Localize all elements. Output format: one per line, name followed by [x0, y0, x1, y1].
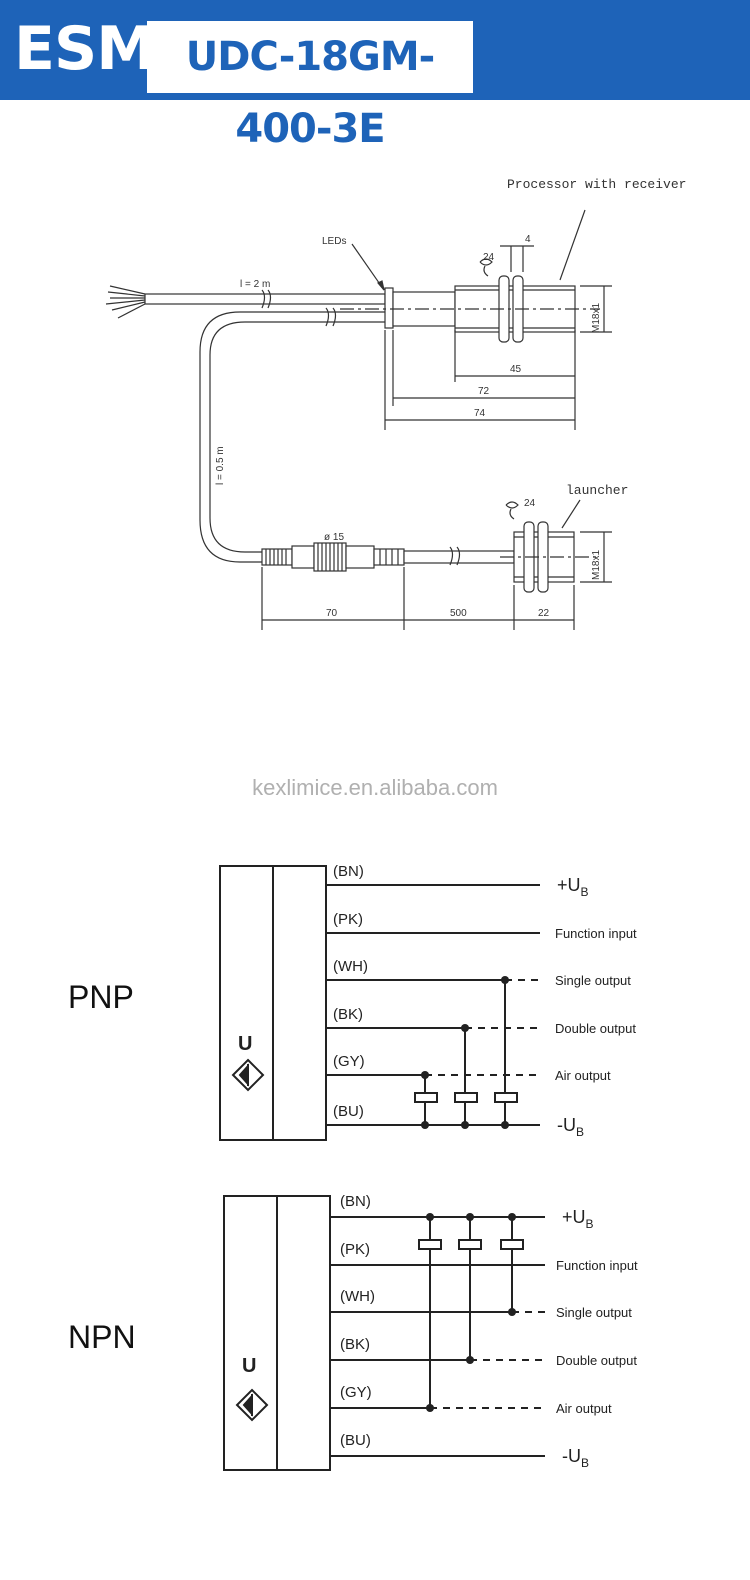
wrench-size-launcher: 24 [524, 498, 536, 509]
dimension-drawing: Processor with receiver LEDs l = 2 m 24 … [105, 177, 686, 630]
pnp-wire-wh: (WH) [333, 958, 368, 975]
pnp-wiring-diagram: PNP U (BN) (PK) (WH) (BK) (GY [68, 863, 637, 1141]
pnp-wire-bu: (BU) [333, 1103, 364, 1120]
nut-width: 4 [525, 234, 531, 245]
connector-female [373, 548, 405, 566]
npn-wire-bu: (BU) [340, 1432, 371, 1449]
npn-load-3 [500, 1239, 524, 1250]
pnp-double-output: Double output [555, 1021, 636, 1036]
npn-double-output: Double output [556, 1353, 637, 1368]
dim-500: 500 [450, 608, 467, 619]
receiver-body-rear [384, 287, 394, 329]
dim-22: 22 [538, 608, 550, 619]
model-box: UDC-18GM-400-3E [147, 21, 473, 152]
processor-label: Processor with receiver [507, 177, 686, 192]
wrench-size-receiver: 24 [483, 252, 495, 263]
cable-length-short: l = 0.5 m [215, 446, 226, 485]
npn-wire-bk: (BK) [340, 1336, 370, 1353]
pnp-wire-pk: (PK) [333, 911, 363, 928]
npn-load-2 [458, 1239, 482, 1250]
cable-length-main: l = 2 m [240, 279, 270, 290]
npn-wire-wh: (WH) [340, 1288, 375, 1305]
npn-sensor-symbol: U [242, 1355, 256, 1377]
pnp-wire-gy: (GY) [333, 1053, 365, 1070]
thread-receiver: M18x1 [591, 303, 602, 333]
npn-minus-ub: -UB [562, 1446, 589, 1470]
connector-diameter: ø 15 [324, 532, 344, 543]
thread-launcher: M18x1 [591, 550, 602, 580]
npn-wire-bn: (BN) [340, 1193, 371, 1210]
npn-sensor-icon [235, 1388, 269, 1422]
model-title: UDC-18GM-400-3E [185, 34, 435, 152]
npn-wiring-diagram: NPN U (BN) (PK) (WH) (BK) (GY [68, 1193, 638, 1471]
npn-wire-gy: (GY) [340, 1384, 372, 1401]
pnp-wire-bk: (BK) [333, 1006, 363, 1023]
brand-logo: ESM [14, 14, 156, 84]
dim-70: 70 [326, 608, 338, 619]
pnp-minus-ub: -UB [557, 1115, 584, 1139]
pnp-plus-ub: +UB [557, 875, 589, 899]
npn-load-1 [418, 1239, 442, 1250]
pnp-load-2 [454, 1092, 478, 1103]
npn-title: NPN [68, 1319, 136, 1355]
npn-single-output: Single output [556, 1305, 632, 1320]
pnp-function-input: Function input [555, 926, 637, 941]
watermark: kexlimice.en.alibaba.com [252, 775, 498, 800]
npn-air-output: Air output [556, 1401, 612, 1416]
npn-wire-pk: (PK) [340, 1241, 370, 1258]
dim-72: 72 [478, 386, 490, 397]
npn-plus-ub: +UB [562, 1207, 594, 1231]
pnp-load-3 [494, 1092, 518, 1103]
dim-74: 74 [474, 408, 486, 419]
launcher-label: launcher [566, 483, 628, 498]
pnp-single-output: Single output [555, 973, 631, 988]
pnp-sensor-symbol: U [238, 1033, 252, 1055]
pnp-sensor-icon [231, 1058, 265, 1092]
pnp-title: PNP [68, 979, 134, 1015]
header-banner: ESM UDC-18GM-400-3E [0, 0, 750, 152]
pnp-air-output: Air output [555, 1068, 611, 1083]
leds-label: LEDs [322, 236, 346, 247]
wire-ends [105, 285, 146, 319]
pnp-wire-bn: (BN) [333, 863, 364, 880]
pnp-load-1 [414, 1092, 438, 1103]
dim-45: 45 [510, 364, 522, 375]
npn-function-input: Function input [556, 1258, 638, 1273]
